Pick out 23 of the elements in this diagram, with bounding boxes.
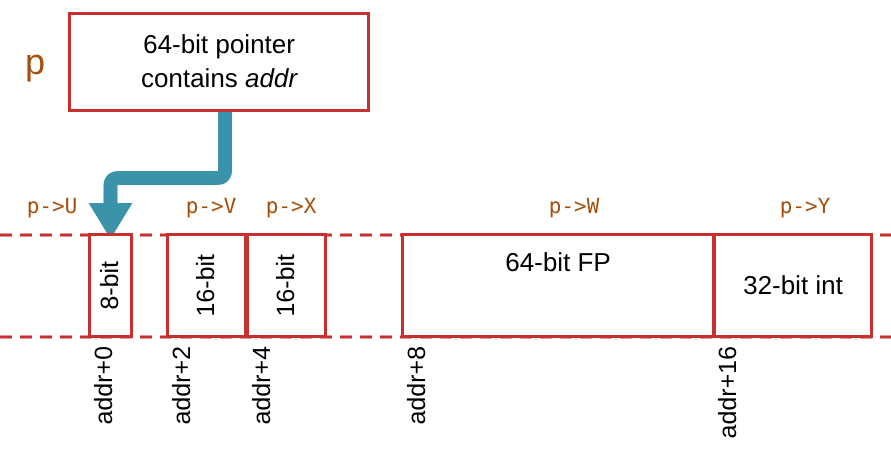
struct-field-box — [88, 233, 133, 338]
field-access-label: p->V — [186, 196, 236, 217]
struct-field-box — [401, 233, 715, 338]
field-access-label: p->U — [26, 196, 78, 217]
field-size-label: 16-bit — [191, 254, 222, 317]
field-size-label: 64-bit FP — [505, 246, 611, 279]
field-access-label: p->X — [266, 196, 316, 217]
field-access-label: p->Y — [780, 196, 830, 217]
address-label: addr+8 — [405, 346, 430, 425]
address-label: addr+0 — [92, 346, 117, 425]
address-label: addr+4 — [250, 346, 275, 425]
struct-field-box — [713, 233, 873, 338]
variable-name: p — [25, 44, 46, 80]
pointer-box — [68, 12, 370, 112]
address-label: addr+16 — [716, 346, 741, 438]
pointer-label: 64-bit pointer contains addr — [140, 28, 299, 95]
field-size-label: 8-bit — [95, 261, 126, 310]
struct-field-box — [246, 233, 327, 338]
struct-field-box — [166, 233, 247, 338]
field-size-label: 16-bit — [271, 254, 302, 317]
field-access-label: p->W — [548, 196, 600, 217]
field-size-label: 32-bit int — [743, 268, 843, 302]
address-label: addr+2 — [170, 346, 195, 425]
